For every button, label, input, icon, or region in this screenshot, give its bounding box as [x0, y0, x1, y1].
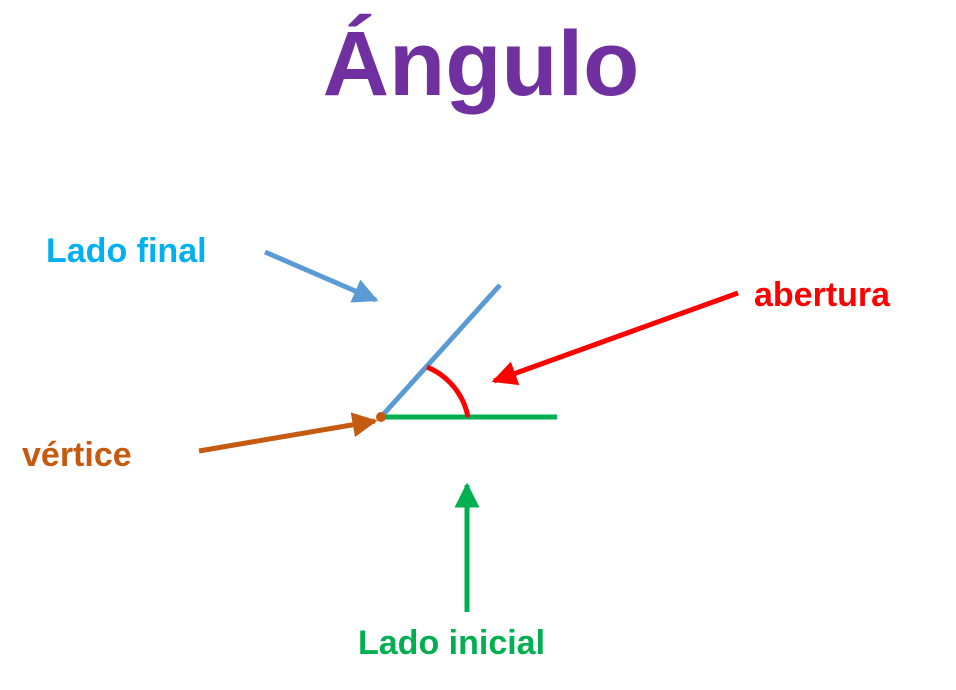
page-title: Ángulo: [322, 13, 640, 115]
abertura-label: abertura: [754, 276, 891, 314]
abertura-arrow: [491, 290, 739, 386]
lado-inicial-label: Lado inicial: [358, 624, 546, 662]
vertex-point: [376, 412, 386, 422]
lado-final-arrow: [264, 249, 379, 303]
lado-final-label: Lado final: [46, 232, 207, 270]
lado-final-ray: [379, 283, 502, 419]
vertice-arrow: [198, 412, 378, 454]
abertura-arc: [426, 364, 471, 418]
vertice-label: vértice: [22, 436, 132, 474]
